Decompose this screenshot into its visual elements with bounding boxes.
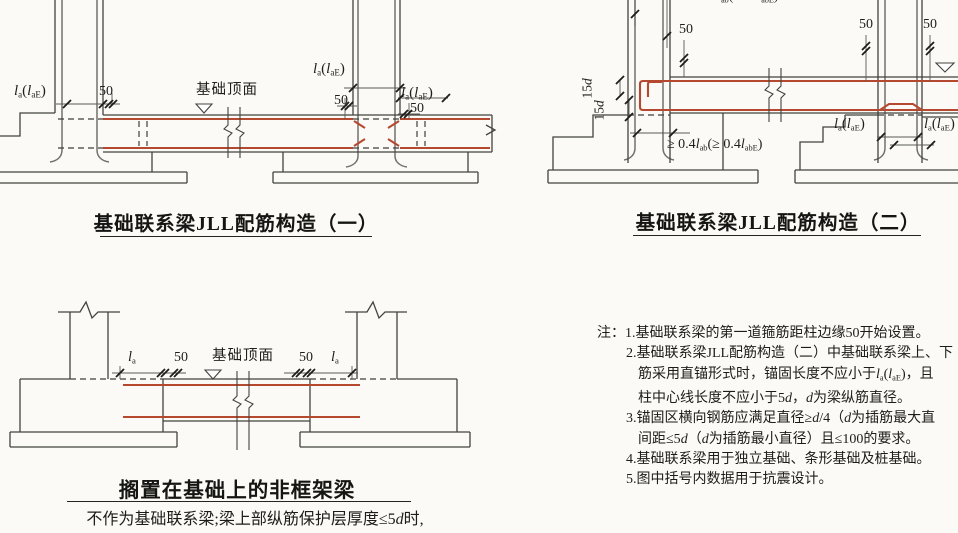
note-line: 2.基础联系梁JLL配筋构造（二）中基础联系梁上、下	[626, 346, 954, 362]
dim-label-la-d3-right: la	[331, 349, 339, 366]
diagram1-linework	[0, 0, 497, 184]
dim-label-la-d2-right2: la(laE)	[924, 116, 955, 133]
diagram3-caption-line1: 不作为基础联系梁;梁上部纵筋保护层厚度≤5d时,	[86, 511, 424, 528]
note-line: 3.锚固区横向钢筋应满足直径≥d/4（d为插筋最大直	[626, 411, 936, 427]
diagram3-caption-line2-clipped: 锚固长度范围内应设置横向构造钢筋	[100, 528, 410, 533]
diagram3-title: 搁置在基础上的非框架梁	[118, 480, 356, 502]
dim-label-50-mid-right: 50	[410, 101, 424, 116]
dim-label-15d-lower: 15d	[591, 100, 607, 121]
dim-label-la-left: la(laE)	[14, 83, 46, 100]
dim-label-50-left: 50	[99, 84, 113, 99]
note-line: 柱中心线长度不应小于5d，d为梁纵筋直径。	[638, 390, 911, 406]
note-line: 5.图中括号内数据用于抗震设计。	[626, 472, 833, 488]
dim-label-50-d3-right: 50	[299, 350, 313, 365]
dim-label-50-d2-right1: 50	[859, 17, 873, 32]
diagram2-title-underline	[633, 235, 921, 236]
diagram2-linework	[547, 0, 958, 184]
diagram1-title: 基础联系梁JLL配筋构造（一）	[93, 214, 379, 235]
note-line: 注：1.基础联系梁的第一道箍筋距柱边缘50开始设置。	[597, 326, 930, 341]
dim-label-anchor-top-cut: ≥0.4lab(≥0.4labE)	[693, 0, 778, 5]
dim-label-la-d3-left: la	[128, 349, 136, 366]
foundation-top-label-d1: 基础顶面	[196, 82, 258, 98]
dim-label-la-mid-left: la(laE)	[313, 61, 345, 78]
dim-label-50-mid-left: 50	[334, 93, 348, 108]
diagram3-title-underline	[67, 501, 411, 502]
diagram2-title: 基础联系梁JLL配筋构造（二）	[635, 213, 921, 234]
dim-label-la-d2-right1: la(laE)	[834, 116, 865, 133]
dim-label-50-d2-right2: 50	[923, 17, 937, 32]
dim-label-la-mid-right: la(laE)	[401, 85, 433, 102]
dim-label-50-d3-left: 50	[174, 350, 188, 365]
foundation-top-label-d3: 基础顶面	[212, 348, 274, 364]
diagram1-title-underline	[100, 236, 372, 237]
dim-label-50-d2-left: 50	[679, 22, 693, 37]
notes-block: 注：1.基础联系梁的第一道箍筋距柱边缘50开始设置。 2.基础联系梁JLL配筋构造…	[597, 324, 958, 491]
dim-label-15d-upper: 15d	[579, 78, 595, 99]
dim-label-anchor-requirement: ≥ 0.4lab(≥ 0.4labE)	[667, 137, 763, 153]
note-line: 筋采用直锚形式时，锚固长度不应小于la(laE)，且	[638, 366, 934, 383]
diagram3-linework	[9, 300, 471, 450]
note-line: 4.基础联系梁用于独立基础、条形基础及桩基础。	[626, 451, 931, 467]
note-line: 间距≤5d（d为插筋最小直径）且≤100的要求。	[638, 431, 920, 447]
